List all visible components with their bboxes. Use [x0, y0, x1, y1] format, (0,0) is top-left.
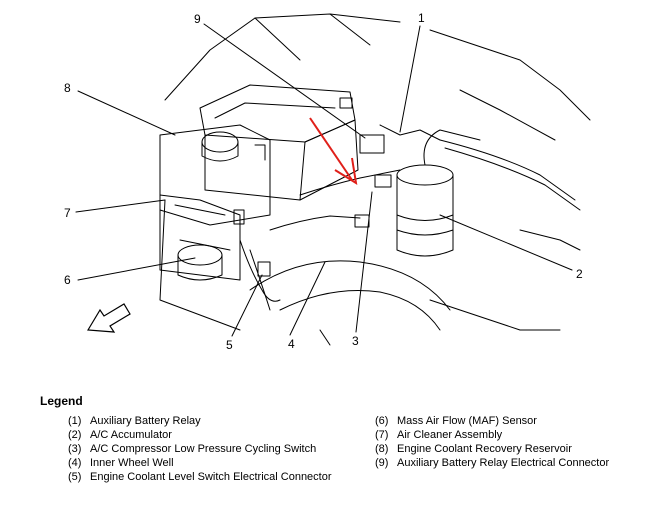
legend-item-label: Auxiliary Battery Relay [90, 415, 201, 427]
legend-column-right: (6) Mass Air Flow (MAF) Sensor (7) Air C… [375, 414, 645, 470]
air-cleaner [159, 194, 241, 281]
legend-item: (6) Mass Air Flow (MAF) Sensor [375, 414, 645, 428]
legend-item: (1) Auxiliary Battery Relay [68, 414, 348, 428]
legend-item: (2) A/C Accumulator [68, 428, 348, 442]
body-outline [159, 13, 591, 331]
inner-wheel-well [249, 260, 451, 346]
legend-item: (8) Engine Coolant Recovery Reservoir [375, 442, 645, 456]
highlight-arrow [309, 117, 358, 186]
legend-item-label: Air Cleaner Assembly [397, 429, 503, 441]
callout-7: 7 [64, 206, 71, 220]
coolant-reservoir [159, 124, 271, 226]
legend-item-label: Inner Wheel Well [90, 457, 174, 469]
callout-8: 8 [64, 81, 71, 95]
legend-title: Legend [40, 394, 83, 408]
hoses-harness [239, 124, 581, 311]
legend-item-number: (4) [68, 457, 82, 469]
engine-compartment-diagram: 1 2 3 4 5 6 7 8 9 [64, 11, 591, 352]
callout-2: 2 [576, 267, 583, 281]
legend-item-number: (8) [375, 443, 389, 455]
legend-item-label: Auxiliary Battery Relay Electrical Conne… [397, 457, 610, 469]
legend-item-label: Engine Coolant Recovery Reservoir [397, 443, 572, 455]
battery [199, 84, 359, 201]
callout-4: 4 [288, 337, 295, 351]
legend-item-label: A/C Accumulator [90, 429, 172, 441]
legend-item: (7) Air Cleaner Assembly [375, 428, 645, 442]
legend-item-number: (5) [68, 471, 82, 483]
ac-accumulator [396, 129, 481, 257]
legend-item-number: (7) [375, 429, 389, 441]
callout-5: 5 [226, 338, 233, 352]
legend-item-number: (6) [375, 415, 389, 427]
callout-9: 9 [194, 12, 201, 26]
legend-item-number: (9) [375, 457, 389, 469]
front-arrow-icon [86, 303, 131, 333]
legend-item: (9) Auxiliary Battery Relay Electrical C… [375, 456, 645, 470]
callout-6: 6 [64, 273, 71, 287]
legend-column-left: (1) Auxiliary Battery Relay (2) A/C Accu… [68, 414, 348, 484]
legend-item: (5) Engine Coolant Level Switch Electric… [68, 470, 348, 484]
legend-item: (3) A/C Compressor Low Pressure Cycling … [68, 442, 348, 456]
callout-1: 1 [418, 11, 425, 25]
relay-connectors [233, 134, 392, 277]
callout-3: 3 [352, 334, 359, 348]
legend-item-label: Mass Air Flow (MAF) Sensor [397, 415, 537, 427]
leader-lines [75, 23, 573, 337]
legend-item-number: (3) [68, 443, 82, 455]
legend-item-number: (2) [68, 429, 82, 441]
legend-item-label: A/C Compressor Low Pressure Cycling Swit… [90, 443, 317, 455]
legend-item-label: Engine Coolant Level Switch Electrical C… [90, 471, 332, 483]
legend-item-number: (1) [68, 415, 82, 427]
legend-item: (4) Inner Wheel Well [68, 456, 348, 470]
